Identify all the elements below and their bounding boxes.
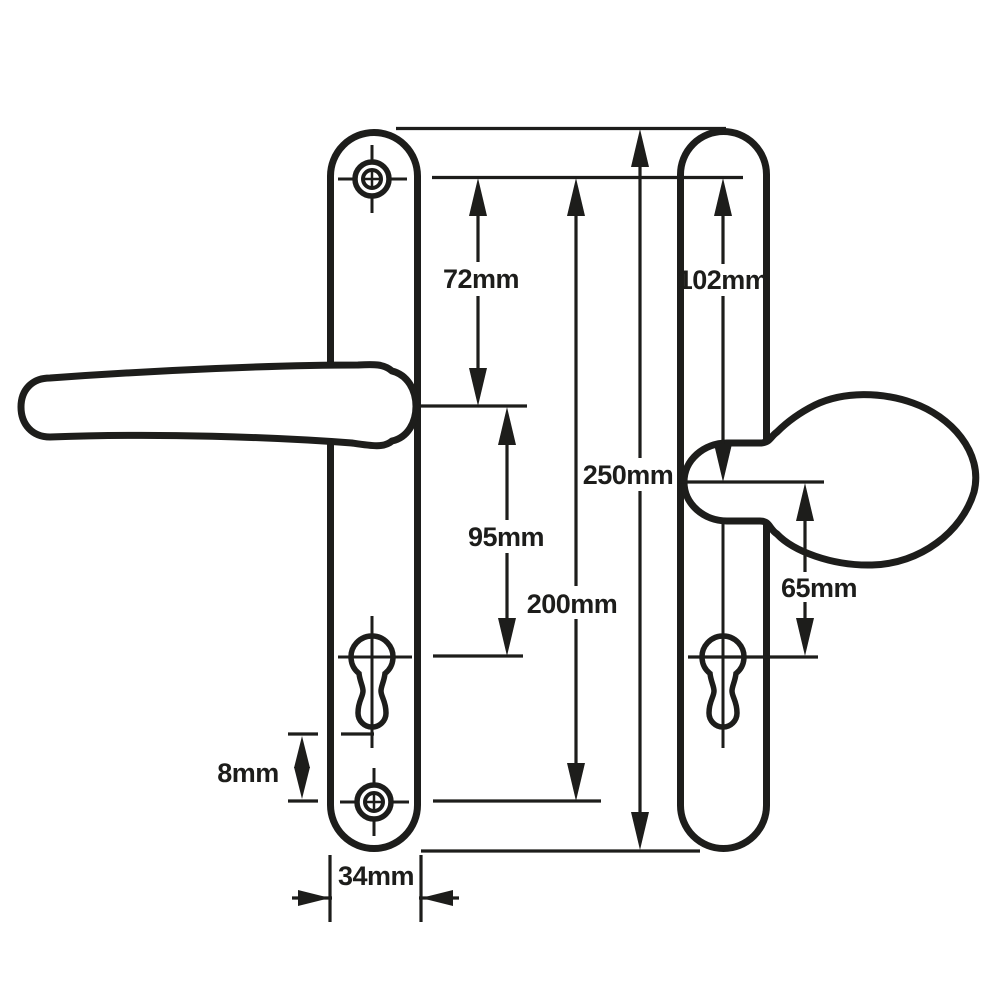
dim-label-72mm: 72mm	[443, 264, 519, 294]
dim-label-200mm: 200mm	[527, 589, 618, 619]
lever-handle	[17, 361, 420, 450]
arrow-up-icon	[796, 483, 814, 521]
dim-label-250mm: 250mm	[583, 460, 674, 490]
arrow-down-icon	[631, 812, 649, 850]
arrow-right-icon	[298, 890, 330, 906]
dim-label-95mm: 95mm	[468, 522, 544, 552]
label-mask-102mm	[692, 264, 754, 296]
pad-handle	[680, 391, 980, 569]
arrow-left-icon	[421, 890, 453, 906]
arrow-down-icon	[567, 763, 585, 801]
label-mask-72mm	[433, 262, 529, 296]
arrow-down-icon	[714, 444, 732, 482]
label-mask-95mm	[460, 520, 553, 553]
label-mask-65mm	[779, 572, 859, 602]
label-mask-250mm	[581, 458, 672, 491]
arrow-down-icon	[796, 618, 814, 656]
dim-label-34mm: 34mm	[338, 861, 414, 891]
arrow-up-icon	[469, 178, 487, 216]
dim-label-8mm: 8mm	[217, 758, 279, 788]
arrow-up-icon	[294, 736, 310, 768]
arrow-up-icon	[498, 407, 516, 445]
left-backplate	[327, 129, 421, 852]
top-screw	[338, 145, 407, 213]
label-mask-200mm	[517, 586, 627, 619]
arrow-up-icon	[631, 129, 649, 167]
arrow-up-icon	[567, 178, 585, 216]
right-euro-cylinder	[699, 523, 747, 748]
left-euro-cylinder	[338, 616, 412, 748]
arrow-down-icon	[498, 618, 516, 656]
arrow-up-icon	[714, 178, 732, 216]
dim-label-65mm: 65mm	[781, 573, 857, 603]
arrow-down-icon	[294, 767, 310, 799]
bottom-screw	[340, 768, 409, 836]
arrow-down-icon	[469, 368, 487, 406]
dim-label-102mm: 102mm	[678, 265, 769, 295]
